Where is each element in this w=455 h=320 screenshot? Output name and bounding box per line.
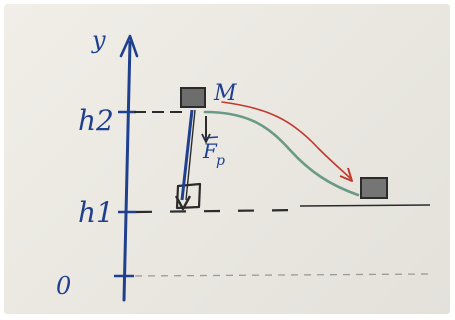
mass-block-ground xyxy=(360,177,388,199)
ground-line xyxy=(299,204,431,207)
origin-dashed-line xyxy=(134,273,431,277)
paper-background xyxy=(4,4,450,314)
vertical-drop-line xyxy=(180,109,194,201)
force-arrow-head xyxy=(201,133,211,145)
force-subscript: p xyxy=(216,153,225,169)
mass-block-top xyxy=(180,87,206,108)
axis-y-label: y xyxy=(91,26,106,54)
green-curve-path xyxy=(203,110,360,197)
arrow-down-icon xyxy=(174,195,192,211)
vertical-drop-shadow xyxy=(185,109,196,201)
h1-dashed-line xyxy=(135,208,301,214)
mass-label: M xyxy=(213,81,237,106)
force-vector-bar xyxy=(203,136,219,139)
arrow-right-down-icon xyxy=(339,167,353,182)
h1-label: h1 xyxy=(78,196,114,229)
arrow-up-icon xyxy=(119,34,139,58)
origin-label: 0 xyxy=(56,272,71,300)
y-axis-line xyxy=(122,40,132,302)
force-label: F xyxy=(202,139,218,163)
h2-label: h2 xyxy=(78,104,114,137)
red-curve-path xyxy=(221,101,351,179)
